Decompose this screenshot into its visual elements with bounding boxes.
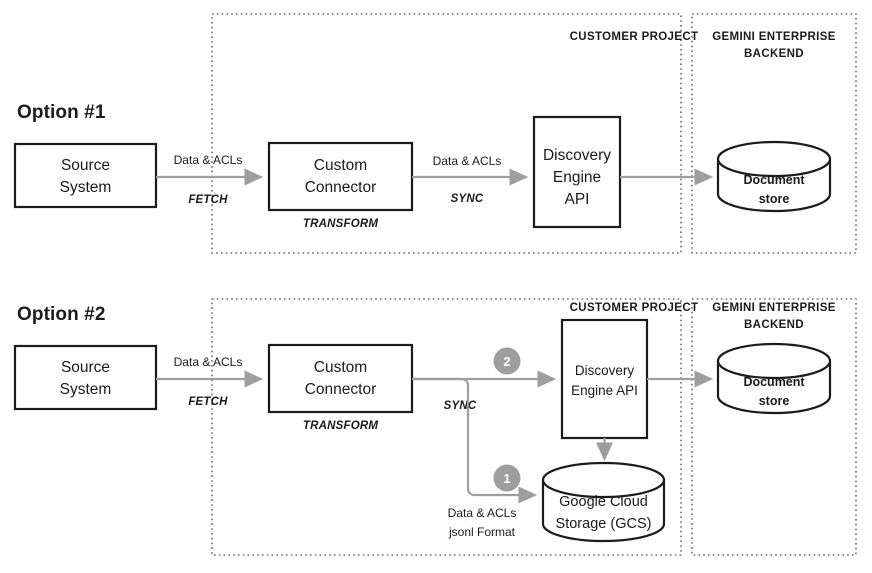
option-2-transform-stage: TRANSFORM bbox=[303, 420, 378, 432]
option-1-gemini-backend-zone bbox=[691, 13, 857, 254]
option-2-document-store-label-line2: store bbox=[759, 394, 790, 408]
option-1-source-system-node bbox=[13, 142, 158, 209]
option-2-custom-connector-label-line2: Connector bbox=[305, 381, 377, 398]
option-2-sync-stage: SYNC bbox=[444, 400, 477, 412]
option-2-step-badge-1-text: 1 bbox=[503, 471, 510, 486]
option-1-document-store-node bbox=[716, 140, 832, 213]
option-2-document-store-node bbox=[716, 342, 832, 415]
option-2-heading: Option #2 bbox=[17, 304, 106, 325]
option-2-gcs-node bbox=[541, 461, 666, 543]
option-1-fetch-label: Data & ACLs bbox=[174, 153, 243, 167]
option-1-gemini-backend-label-line1: GEMINI ENTERPRISE bbox=[712, 31, 836, 43]
option-1-discovery-engine-node bbox=[532, 115, 622, 229]
option-2-discovery-engine-label-line1: Discovery bbox=[575, 363, 635, 378]
option-1-gemini-backend-label-line2: BACKEND bbox=[744, 48, 804, 60]
option-1-document-store-label-line1: Document bbox=[743, 173, 805, 187]
option-1-discovery-engine-label-line1: Discovery bbox=[543, 147, 611, 164]
option-2-step-badge-2: 2 bbox=[493, 347, 521, 375]
option-1-customer-project-label: CUSTOMER PROJECT bbox=[570, 31, 699, 43]
option-2-custom-connector-label-line1: Custom bbox=[314, 359, 367, 376]
option-1-fetch-stage: FETCH bbox=[188, 194, 228, 206]
option-1-sync-label: Data & ACLs bbox=[433, 154, 502, 168]
option-1-transform-stage: TRANSFORM bbox=[303, 218, 378, 230]
option-2-discovery-engine-node bbox=[560, 318, 649, 440]
option-2-discovery-engine-label-line2: Engine API bbox=[571, 383, 638, 398]
option-2-gemini-backend-label-line2: BACKEND bbox=[744, 319, 804, 331]
option-1-section: Option #1 CUSTOMER PROJECT GEMINI ENTERP… bbox=[13, 13, 857, 254]
option-1-custom-connector-node bbox=[267, 141, 414, 212]
option-1-source-system-label-line2: System bbox=[60, 179, 112, 196]
option-1-customer-project-zone bbox=[211, 13, 682, 254]
option-2-gemini-backend-zone bbox=[691, 298, 857, 556]
option-2-document-store-label-line1: Document bbox=[743, 375, 805, 389]
option-2-sync-gcs-arrow bbox=[412, 377, 538, 504]
option-1-document-store-label-line2: store bbox=[759, 192, 790, 206]
option-2-section: Option #2 CUSTOMER PROJECT GEMINI ENTERP… bbox=[13, 298, 857, 556]
option-2-custom-connector-node bbox=[267, 343, 414, 414]
option-2-customer-project-label: CUSTOMER PROJECT bbox=[570, 302, 699, 314]
option-1-source-system-label-line1: Source bbox=[61, 157, 110, 174]
option-2-step-badge-1: 1 bbox=[493, 464, 521, 492]
option-2-step-badge-2-text: 2 bbox=[503, 354, 510, 369]
option-2-gcs-label-line2: jsonl Format bbox=[448, 525, 516, 539]
option-2-source-system-label-line2: System bbox=[60, 381, 112, 398]
option-1-sync-stage: SYNC bbox=[451, 193, 484, 205]
option-2-gemini-backend-label-line1: GEMINI ENTERPRISE bbox=[712, 302, 836, 314]
option-1-discovery-engine-label-line2: Engine bbox=[553, 169, 601, 186]
option-2-gcs-label-line1: Data & ACLs bbox=[448, 506, 517, 520]
option-2-source-system-label-line1: Source bbox=[61, 359, 110, 376]
option-1-discovery-engine-label-line3: API bbox=[565, 191, 590, 208]
option-1-custom-connector-label-line1: Custom bbox=[314, 157, 367, 174]
option-1-heading: Option #1 bbox=[17, 102, 106, 123]
option-2-gcs-label-line2: Storage (GCS) bbox=[556, 516, 652, 532]
option-2-fetch-stage: FETCH bbox=[188, 396, 228, 408]
option-2-source-system-node bbox=[13, 344, 158, 411]
option-1-custom-connector-label-line2: Connector bbox=[305, 179, 377, 196]
option-2-fetch-label: Data & ACLs bbox=[174, 355, 243, 369]
option-2-gcs-label-line1: Google Cloud bbox=[559, 494, 648, 510]
